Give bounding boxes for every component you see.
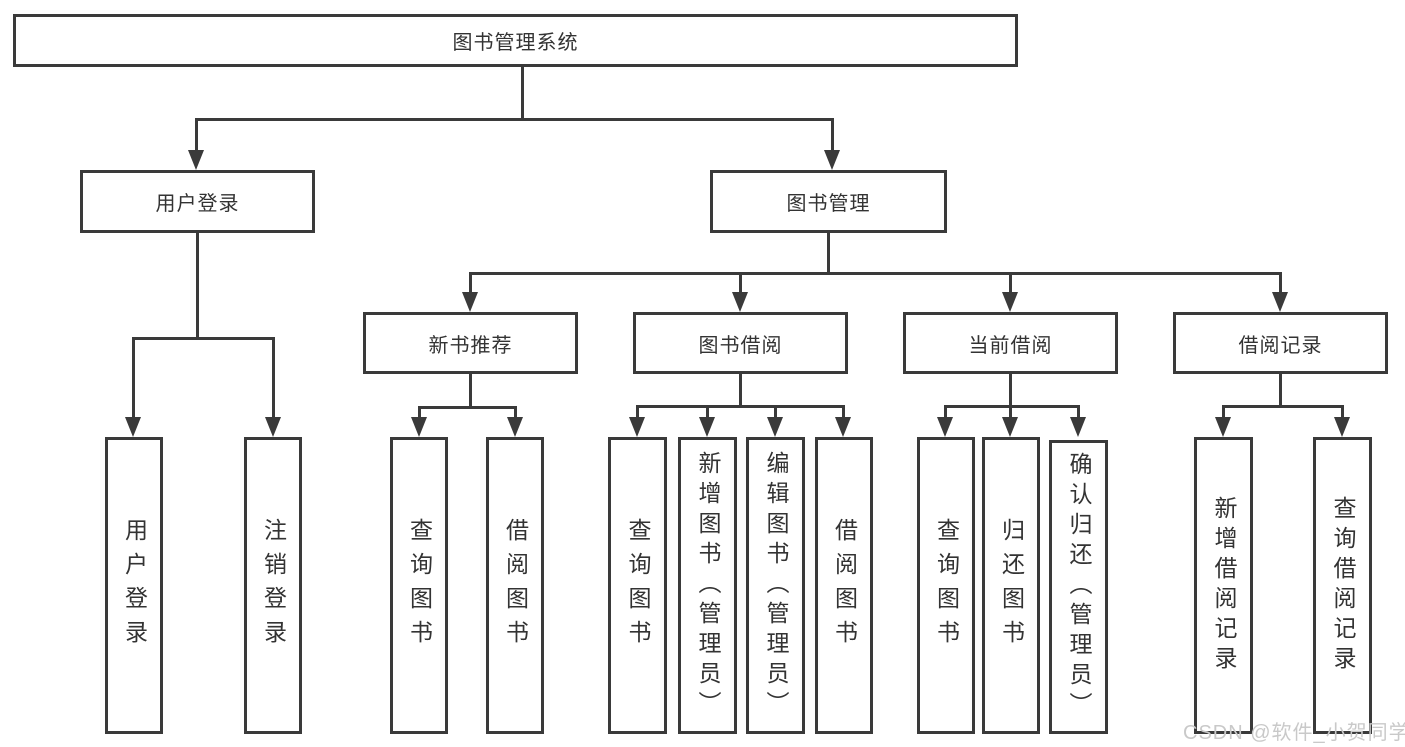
node-root: 图书管理系统: [13, 14, 1018, 67]
connector-line: [842, 405, 845, 421]
arrowhead-down-icon: [1334, 417, 1350, 437]
connector-line: [774, 405, 777, 421]
connector-line: [469, 272, 472, 296]
connector-line: [418, 406, 421, 421]
connector-line: [1222, 405, 1225, 421]
arrowhead-down-icon: [767, 417, 783, 437]
connector-line: [739, 272, 742, 296]
arrowhead-down-icon: [462, 292, 478, 312]
connector-line: [469, 272, 1282, 275]
connector-line: [1222, 405, 1344, 408]
connector-line: [469, 374, 472, 406]
connector-line: [739, 374, 742, 405]
connector-line: [1279, 272, 1282, 296]
connector-line: [514, 406, 517, 421]
connector-line: [418, 406, 517, 409]
connector-line: [827, 233, 830, 272]
arrowhead-down-icon: [835, 417, 851, 437]
arrowhead-down-icon: [1215, 417, 1231, 437]
connector-line: [706, 405, 709, 421]
leaf-add-borrow-record: 新增借阅记录: [1194, 437, 1253, 734]
arrowhead-down-icon: [1070, 417, 1086, 437]
leaf-add-book-admin: 新增图书（管理员）: [678, 437, 737, 734]
node-borrow-records: 借阅记录: [1173, 312, 1388, 374]
connector-line: [132, 337, 135, 421]
connector-line: [636, 405, 845, 408]
node-current-borrow: 当前借阅: [903, 312, 1118, 374]
csdn-watermark: CSDN @软件_小贺同学: [1183, 722, 1405, 744]
arrowhead-down-icon: [1002, 292, 1018, 312]
connector-line: [1077, 405, 1080, 421]
leaf-borrow-book: 借阅图书: [815, 437, 873, 734]
arrowhead-down-icon: [937, 417, 953, 437]
connector-line: [1279, 374, 1282, 405]
arrowhead-down-icon: [125, 417, 141, 437]
arrowhead-down-icon: [629, 417, 645, 437]
arrowhead-down-icon: [265, 417, 281, 437]
leaf-query-book-current: 查询图书: [917, 437, 975, 734]
arrowhead-down-icon: [411, 417, 427, 437]
leaf-query-book-recommend: 查询图书: [390, 437, 448, 734]
leaf-borrow-book-recommend: 借阅图书: [486, 437, 544, 734]
leaf-logout: 注销登录: [244, 437, 302, 734]
connector-line: [1341, 405, 1344, 421]
arrowhead-down-icon: [1272, 292, 1288, 312]
connector-line: [636, 405, 639, 421]
leaf-query-borrow-record: 查询借阅记录: [1313, 437, 1372, 734]
connector-line: [272, 337, 275, 421]
connector-line: [196, 233, 199, 337]
arrowhead-down-icon: [507, 417, 523, 437]
node-book-management: 图书管理: [710, 170, 947, 233]
arrowhead-down-icon: [1002, 417, 1018, 437]
arrowhead-down-icon: [732, 292, 748, 312]
node-user-login: 用户登录: [80, 170, 315, 233]
arrowhead-down-icon: [699, 417, 715, 437]
leaf-user-login: 用户登录: [105, 437, 163, 734]
node-new-book-recommend: 新书推荐: [363, 312, 578, 374]
arrowhead-down-icon: [188, 150, 204, 170]
arrowhead-down-icon: [824, 150, 840, 170]
connector-line: [1009, 374, 1012, 405]
connector-line: [1009, 405, 1012, 421]
leaf-confirm-return-admin: 确认归还（管理员）: [1049, 440, 1108, 734]
leaf-return-book: 归还图书: [982, 437, 1040, 734]
connector-line: [195, 118, 834, 121]
connector-line: [944, 405, 1080, 408]
connector-line: [1009, 272, 1012, 296]
leaf-query-book-borrow: 查询图书: [608, 437, 667, 734]
connector-line: [944, 405, 947, 421]
connector-line: [132, 337, 275, 340]
connector-line: [195, 118, 198, 154]
node-book-borrow: 图书借阅: [633, 312, 848, 374]
connector-line: [521, 67, 524, 118]
connector-line: [831, 118, 834, 154]
leaf-edit-book-admin: 编辑图书（管理员）: [746, 437, 805, 734]
